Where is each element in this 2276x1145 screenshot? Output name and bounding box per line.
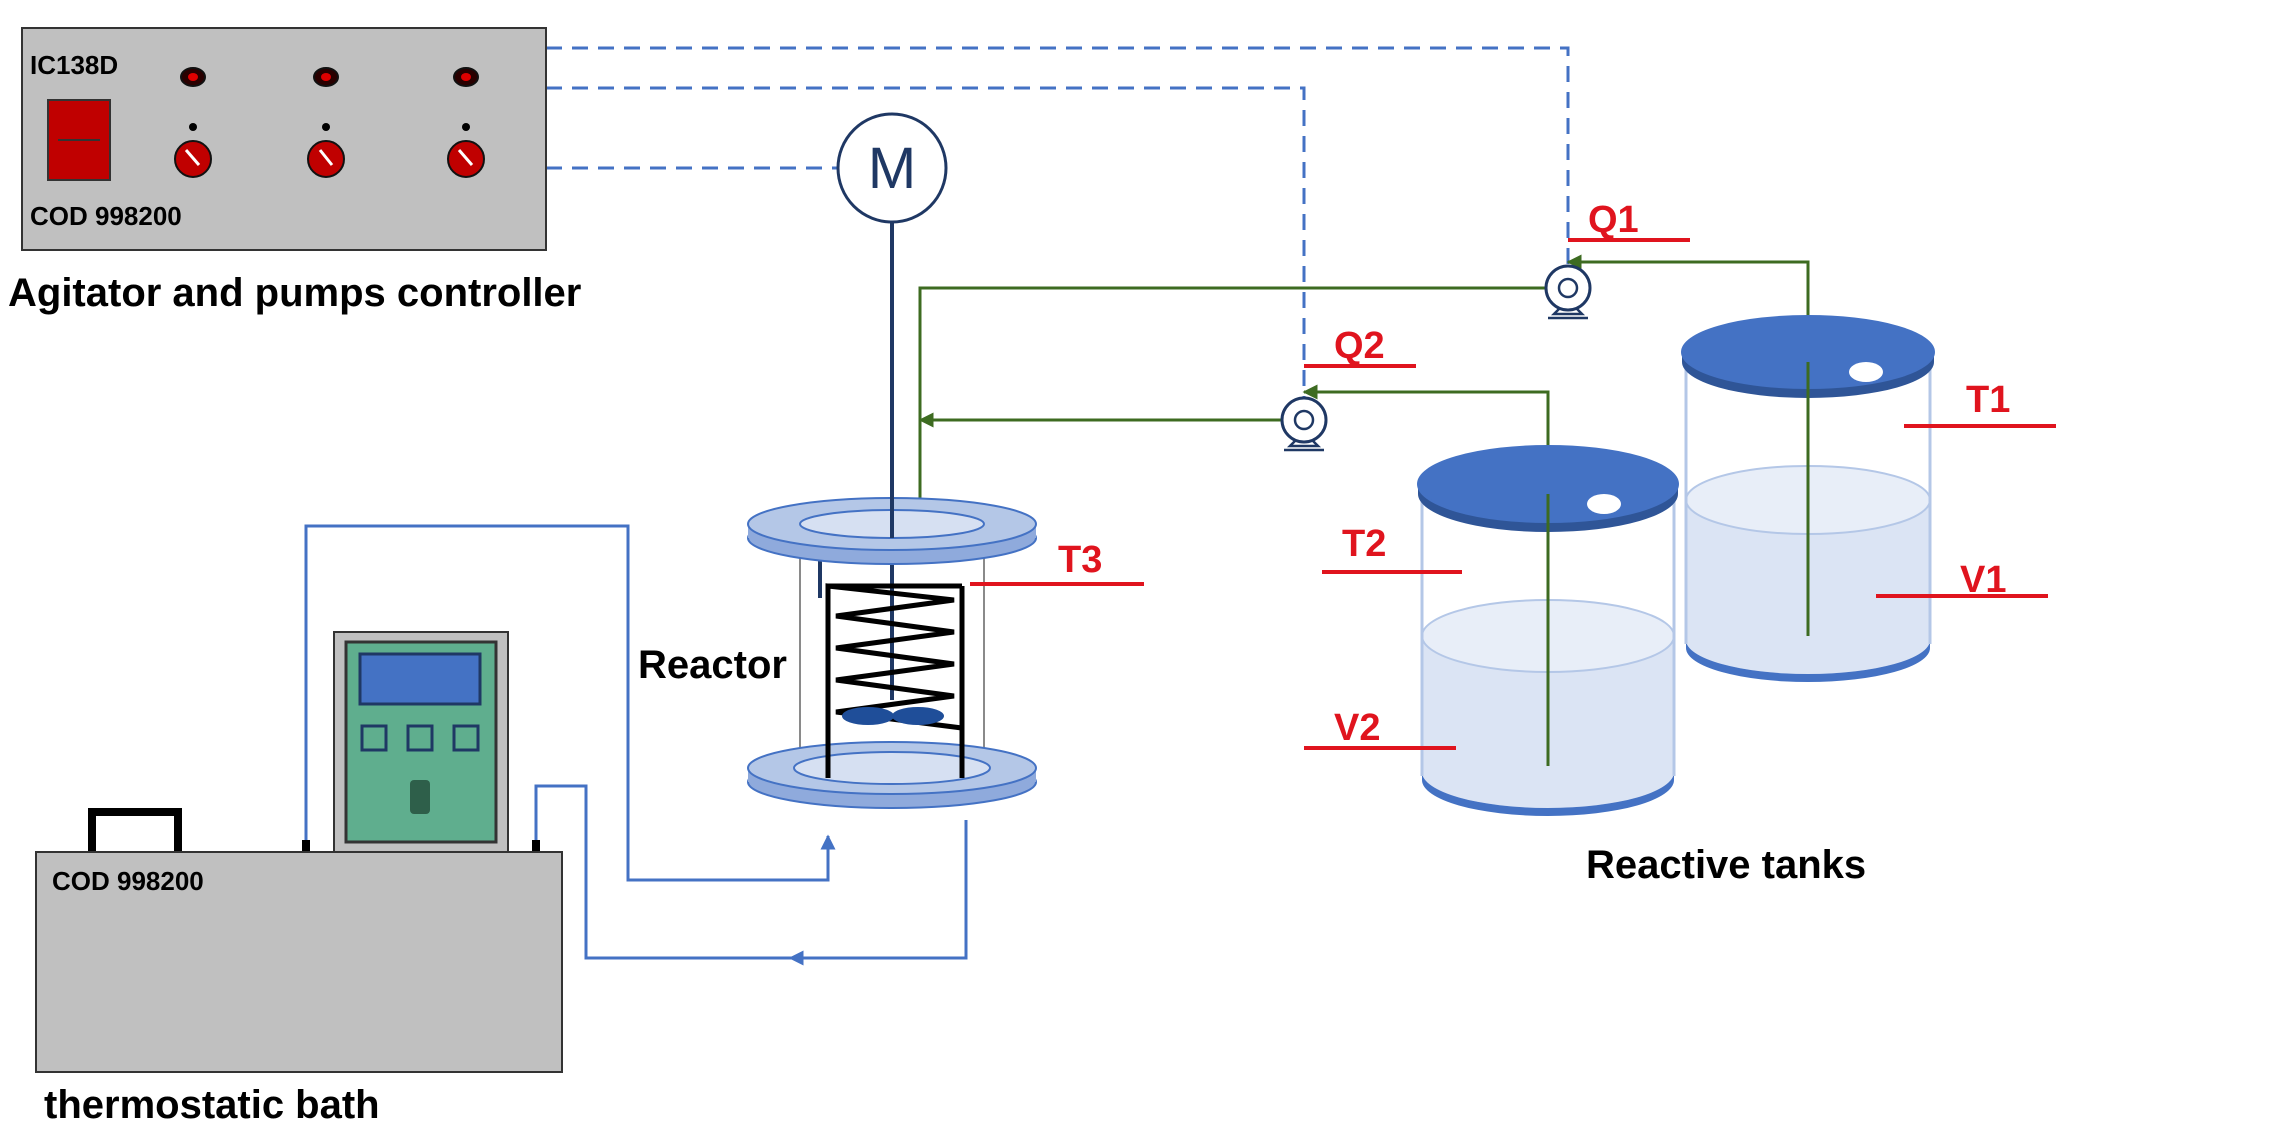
controller-code: COD 998200 [30,201,182,231]
measurement-tags: Q1 Q2 T1 V1 T2 V2 T3 [970,199,2056,750]
tanks-caption: Reactive tanks [1586,843,1866,887]
controller-model: IC138D [30,50,118,80]
signal-lines [546,46,1570,400]
tag-t1: T1 [1966,379,2010,421]
pump-q1 [1544,264,1592,320]
bath-switch [410,780,430,814]
signal-line-q2 [546,86,1306,400]
bath-body [35,851,563,1073]
bath-circulation-lines [304,524,968,966]
motor-symbol: M [868,136,916,201]
pump-q2 [1280,396,1328,452]
reactor-heating-coil [825,583,965,778]
control-knobs [174,123,485,178]
tag-t2: T2 [1342,523,1386,565]
tag-t3: T3 [1058,539,1102,581]
controller-caption: Agitator and pumps controller [8,271,581,315]
bath-caption: thermostatic bath [44,1083,380,1127]
tag-v2: V2 [1334,707,1380,749]
reactor [747,496,1037,809]
bath-return-line [788,820,968,966]
bath-display [358,652,482,706]
tag-q2: Q2 [1334,325,1385,367]
bath-button [406,724,434,752]
agitator-pumps-controller: IC138D COD 998200 [21,27,547,251]
agitator-motor: M [836,112,948,700]
reactor-caption: Reactor [638,643,787,687]
bath-code: COD 998200 [52,866,204,896]
impeller-icon [842,707,894,725]
signal-line-q1 [546,46,1570,268]
bath-handle [88,808,182,852]
indicator-lights [180,67,479,87]
bath-return-line-end [534,784,790,960]
bath-button [360,724,388,752]
thermostatic-bath: COD 998200 [35,631,563,1073]
tag-q1: Q1 [1588,199,1639,241]
bath-button [452,724,480,752]
feed-line-pump1-reactor [912,286,1546,532]
bath-supply-line [304,524,836,882]
